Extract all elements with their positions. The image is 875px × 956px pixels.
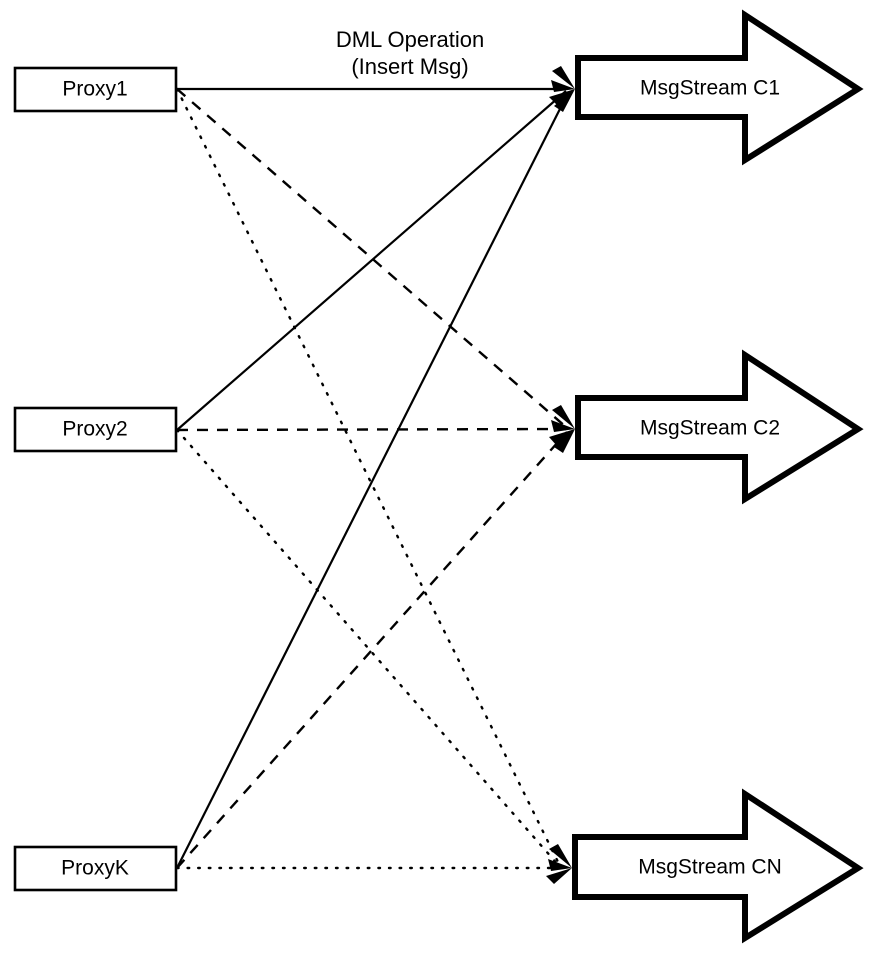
stream-label-c2: MsgStream C2 (640, 417, 780, 440)
proxy-label-proxy2: Proxy2 (62, 418, 127, 441)
stream-label-c1: MsgStream C1 (640, 77, 780, 100)
edge-label-line1: DML Operation (336, 27, 484, 52)
connection-proxyk-to-stream-c2 (176, 431, 568, 869)
connection-proxy2-to-stream-cn (175, 428, 562, 869)
connection-proxy1-to-stream-cn (175, 87, 562, 868)
arrowhead-stream-c1-from-proxyk (554, 89, 575, 112)
proxy-node-proxyk[interactable]: ProxyK (13, 845, 178, 892)
stream-node-stream-c1[interactable]: MsgStream C1 (575, 9, 864, 166)
arrowhead-stream-c2-from-proxyk (554, 429, 575, 453)
proxy-box-rect-proxy1[interactable] (13, 66, 178, 113)
arrowhead-stream-c2-from-proxy2 (551, 420, 575, 432)
arrowhead-stream-cn-from-proxyk (548, 859, 572, 871)
stream-arrow-shape-cn[interactable] (572, 788, 864, 944)
arrowhead-stream-cn-from-proxy2 (549, 844, 572, 868)
connection-proxy1-to-stream-c2 (176, 88, 567, 428)
arrowhead-stream-cn-from-proxy1 (546, 868, 572, 884)
stream-node-stream-cn[interactable]: MsgStream CN (572, 788, 864, 944)
arrowhead-stream-c1-from-proxy1 (551, 80, 575, 92)
proxy-node-proxy2[interactable]: Proxy2 (13, 406, 178, 453)
stream-arrow-shape-c1[interactable] (575, 9, 864, 166)
proxy-label-proxy1: Proxy1 (62, 78, 127, 101)
proxy-box-rect-proxyk[interactable] (13, 845, 178, 892)
proxy-node-proxy1[interactable]: Proxy1 (13, 66, 178, 113)
connection-proxy2-to-stream-c1 (176, 90, 567, 431)
arrowhead-stream-c1-from-proxy2 (549, 89, 575, 105)
proxy-box-rect-proxy2[interactable] (13, 406, 178, 453)
stream-label-cn: MsgStream CN (638, 856, 782, 879)
proxy-label-proxyk: ProxyK (61, 857, 129, 880)
arrowhead-stream-c2-lower (549, 429, 575, 446)
arrowhead-stream-c2-from-proxy1 (552, 405, 575, 429)
edge-label-line2: (Insert Msg) (351, 54, 468, 79)
connection-proxyk-to-stream-c1 (176, 92, 569, 869)
arrowhead-stream-c1-upper (552, 66, 575, 89)
connection-proxy2-to-stream-c2 (176, 427, 567, 432)
stream-node-stream-c2[interactable]: MsgStream C2 (575, 349, 864, 505)
stream-arrow-shape-c2[interactable] (575, 349, 864, 505)
